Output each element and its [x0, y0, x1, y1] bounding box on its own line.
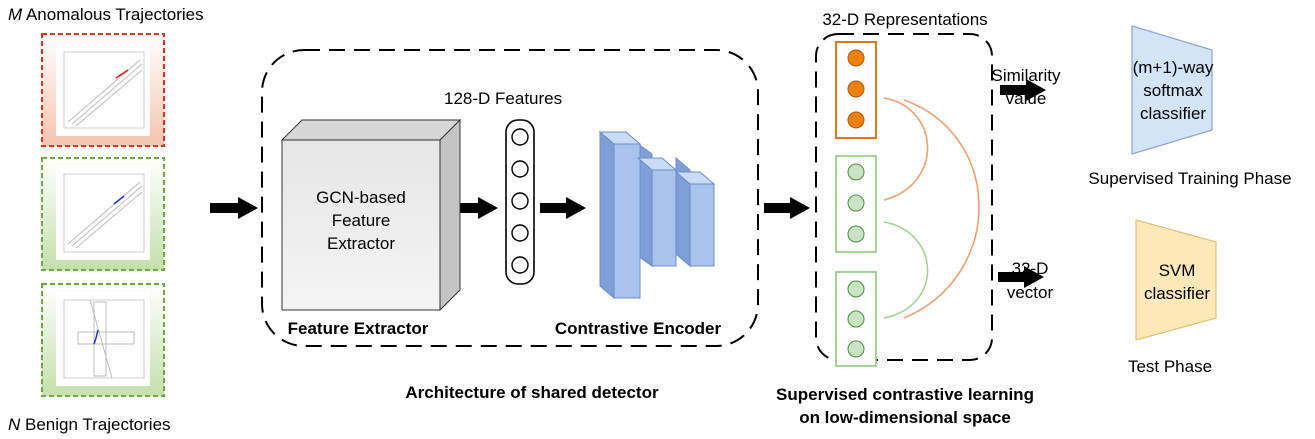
- features-128d-label: 128-D Features: [444, 89, 562, 108]
- benign-trajectory-thumbnail: [41, 283, 165, 397]
- svm-classifier-text: classifier: [1144, 284, 1210, 303]
- anomalous-trajectories-label: M Anomalous Trajectories: [8, 5, 204, 24]
- softmax-classifier-block: [1131, 25, 1213, 155]
- vector-32d-label-line2: vector: [1007, 283, 1054, 302]
- benign-representation-vector: [835, 271, 877, 367]
- arrow-right-icon: [540, 197, 586, 219]
- shared-detector-boundary: [261, 49, 759, 347]
- benign-representation-vector: [835, 155, 877, 253]
- arrow-right-icon: [764, 197, 810, 219]
- representation-space-boundary: [815, 33, 993, 361]
- feature-extractor-cube: [280, 118, 462, 312]
- similarity-value-label-line2: value: [1006, 89, 1047, 108]
- vector-32d-label-line1: 32-D: [1012, 259, 1049, 278]
- feature-extractor-box-text: Feature: [332, 211, 391, 230]
- benign-trajectories-label: N Benign Trajectories: [8, 415, 171, 434]
- feature-extractor-box-text: Extractor: [327, 234, 395, 253]
- feature-extractor-label: Feature Extractor: [288, 319, 429, 338]
- arrow-right-icon: [1000, 79, 1046, 101]
- benign-trajectory-thumbnail: [41, 157, 165, 271]
- svm-classifier-text: SVM: [1159, 261, 1196, 280]
- representation-caption-line1: Supervised contrastive learning: [776, 385, 1034, 404]
- similarity-arcs: [883, 97, 980, 319]
- arrow-right-icon: [210, 197, 258, 219]
- similarity-value-label-line1: Similarity: [992, 66, 1061, 85]
- shared-detector-caption: Architecture of shared detector: [405, 383, 659, 402]
- representation-caption-line2: on low-dimensional space: [799, 408, 1011, 427]
- feature-extractor-box-text: GCN-based: [316, 188, 406, 207]
- arrow-right-icon: [998, 266, 1044, 288]
- training-phase-label: Supervised Training Phase: [1088, 169, 1291, 188]
- contrastive-encoder-layers: [598, 130, 716, 300]
- anomalous-representation-vector: [835, 41, 877, 139]
- svm-classifier-block: [1135, 219, 1217, 341]
- representations-title: 32-D Representations: [822, 10, 987, 29]
- flow-arrows: [210, 79, 1046, 288]
- arrow-right-icon: [452, 197, 498, 219]
- anomalous-trajectory-thumbnail: [41, 33, 165, 147]
- test-phase-label: Test Phase: [1128, 357, 1212, 376]
- feature-vector: [505, 119, 535, 285]
- softmax-classifier-text: (m+1)-way: [1133, 58, 1214, 77]
- softmax-classifier-text: softmax: [1143, 81, 1203, 100]
- softmax-classifier-text: classifier: [1140, 104, 1206, 123]
- contrastive-encoder-label: Contrastive Encoder: [555, 319, 722, 338]
